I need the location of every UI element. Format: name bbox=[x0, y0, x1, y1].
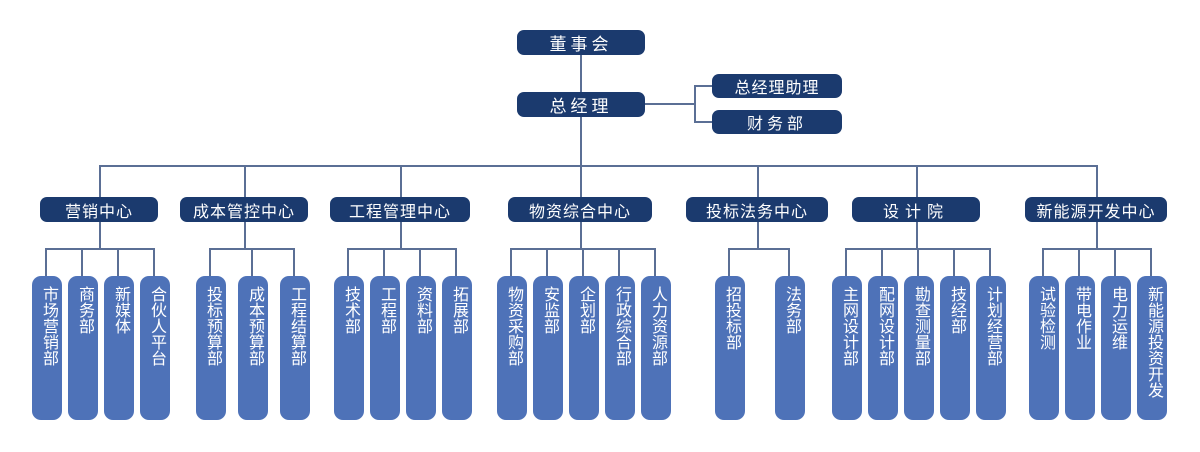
connector-bus-to-center bbox=[1096, 165, 1098, 197]
department-node: 市场营销部 bbox=[32, 276, 62, 420]
department-node: 行政综合部 bbox=[605, 276, 635, 420]
connector-to-finance bbox=[694, 121, 712, 123]
department-node: 企划部 bbox=[569, 276, 599, 420]
connector-bus-to-center bbox=[916, 165, 918, 197]
connector-to-department bbox=[582, 248, 584, 276]
department-node: 新能源投资开发 bbox=[1137, 276, 1167, 420]
department-node: 安监部 bbox=[533, 276, 563, 420]
connector-to-department bbox=[1150, 248, 1152, 276]
connector-center-to-departments bbox=[757, 222, 759, 248]
connector-bus-to-center bbox=[757, 165, 759, 197]
connector-center-to-departments bbox=[580, 222, 582, 248]
connector-centers-bus bbox=[99, 165, 1098, 167]
department-node: 技术部 bbox=[334, 276, 364, 420]
center-node: 投标法务中心 bbox=[686, 197, 828, 222]
department-node: 合伙人平台 bbox=[140, 276, 170, 420]
department-node: 计划经营部 bbox=[976, 276, 1006, 420]
center-node: 新能源开发中心 bbox=[1025, 197, 1167, 222]
connector-center-to-departments bbox=[400, 222, 402, 248]
department-node: 人力资源部 bbox=[641, 276, 671, 420]
connector-bus-to-center bbox=[99, 165, 101, 197]
connector-to-department bbox=[788, 248, 790, 276]
department-node: 技经部 bbox=[940, 276, 970, 420]
connector-to-department bbox=[845, 248, 847, 276]
department-node: 招投标部 bbox=[715, 276, 745, 420]
department-node: 投标预算部 bbox=[196, 276, 226, 420]
center-node: 营销中心 bbox=[40, 197, 158, 222]
department-node: 商务部 bbox=[68, 276, 98, 420]
department-node: 工程部 bbox=[370, 276, 400, 420]
department-node: 新媒体 bbox=[104, 276, 134, 420]
connector-to-gm-assistant bbox=[694, 85, 712, 87]
connector-to-department bbox=[455, 248, 457, 276]
finance-dept-node: 财务部 bbox=[712, 110, 842, 134]
connector-to-department bbox=[510, 248, 512, 276]
connector-departments-bus bbox=[45, 248, 155, 250]
department-node: 电力运维 bbox=[1101, 276, 1131, 420]
connector-staff-vertical bbox=[694, 85, 696, 123]
connector-to-department bbox=[81, 248, 83, 276]
board-of-directors-node: 董事会 bbox=[517, 30, 645, 55]
connector-to-department bbox=[45, 248, 47, 276]
connector-to-department bbox=[209, 248, 211, 276]
center-node: 设计院 bbox=[852, 197, 980, 222]
department-node: 带电作业 bbox=[1065, 276, 1095, 420]
department-node: 资料部 bbox=[406, 276, 436, 420]
connector-to-department bbox=[347, 248, 349, 276]
connector-center-to-departments bbox=[99, 222, 101, 248]
connector-to-department bbox=[917, 248, 919, 276]
connector-to-department bbox=[618, 248, 620, 276]
connector-to-department bbox=[654, 248, 656, 276]
connector-to-department bbox=[1078, 248, 1080, 276]
connector-departments-bus bbox=[728, 248, 790, 250]
department-node: 配网设计部 bbox=[868, 276, 898, 420]
connector-to-department bbox=[728, 248, 730, 276]
connector-to-department bbox=[546, 248, 548, 276]
department-node: 勘查测量部 bbox=[904, 276, 934, 420]
connector-to-department bbox=[383, 248, 385, 276]
connector-center-to-departments bbox=[244, 222, 246, 248]
department-node: 法务部 bbox=[775, 276, 805, 420]
center-node: 物资综合中心 bbox=[508, 197, 652, 222]
connector-to-department bbox=[881, 248, 883, 276]
department-node: 成本预算部 bbox=[238, 276, 268, 420]
general-manager-node: 总经理 bbox=[517, 92, 645, 117]
connector-bus-to-center bbox=[580, 165, 582, 197]
center-node: 工程管理中心 bbox=[330, 197, 470, 222]
connector-board-to-gm bbox=[580, 55, 582, 92]
connector-center-to-departments bbox=[916, 222, 918, 248]
department-node: 物资采购部 bbox=[497, 276, 527, 420]
center-node: 成本管控中心 bbox=[180, 197, 308, 222]
connector-bus-to-center bbox=[244, 165, 246, 197]
connector-to-department bbox=[1042, 248, 1044, 276]
connector-departments-bus bbox=[1042, 248, 1152, 250]
department-node: 试验检测 bbox=[1029, 276, 1059, 420]
connector-departments-bus bbox=[510, 248, 656, 250]
gm-assistant-node: 总经理助理 bbox=[712, 74, 842, 98]
connector-departments-bus bbox=[209, 248, 295, 250]
connector-to-department bbox=[293, 248, 295, 276]
department-node: 主网设计部 bbox=[832, 276, 862, 420]
department-node: 拓展部 bbox=[442, 276, 472, 420]
connector-to-department bbox=[953, 248, 955, 276]
connector-to-department bbox=[251, 248, 253, 276]
connector-departments-bus bbox=[347, 248, 457, 250]
connector-to-department bbox=[117, 248, 119, 276]
connector-center-to-departments bbox=[1096, 222, 1098, 248]
connector-to-department bbox=[989, 248, 991, 276]
connector-to-department bbox=[1114, 248, 1116, 276]
connector-to-department bbox=[153, 248, 155, 276]
connector-gm-to-staff bbox=[645, 103, 695, 105]
connector-to-department bbox=[419, 248, 421, 276]
connector-departments-bus bbox=[845, 248, 991, 250]
connector-gm-to-centers bbox=[580, 117, 582, 165]
connector-bus-to-center bbox=[400, 165, 402, 197]
department-node: 工程结算部 bbox=[280, 276, 310, 420]
